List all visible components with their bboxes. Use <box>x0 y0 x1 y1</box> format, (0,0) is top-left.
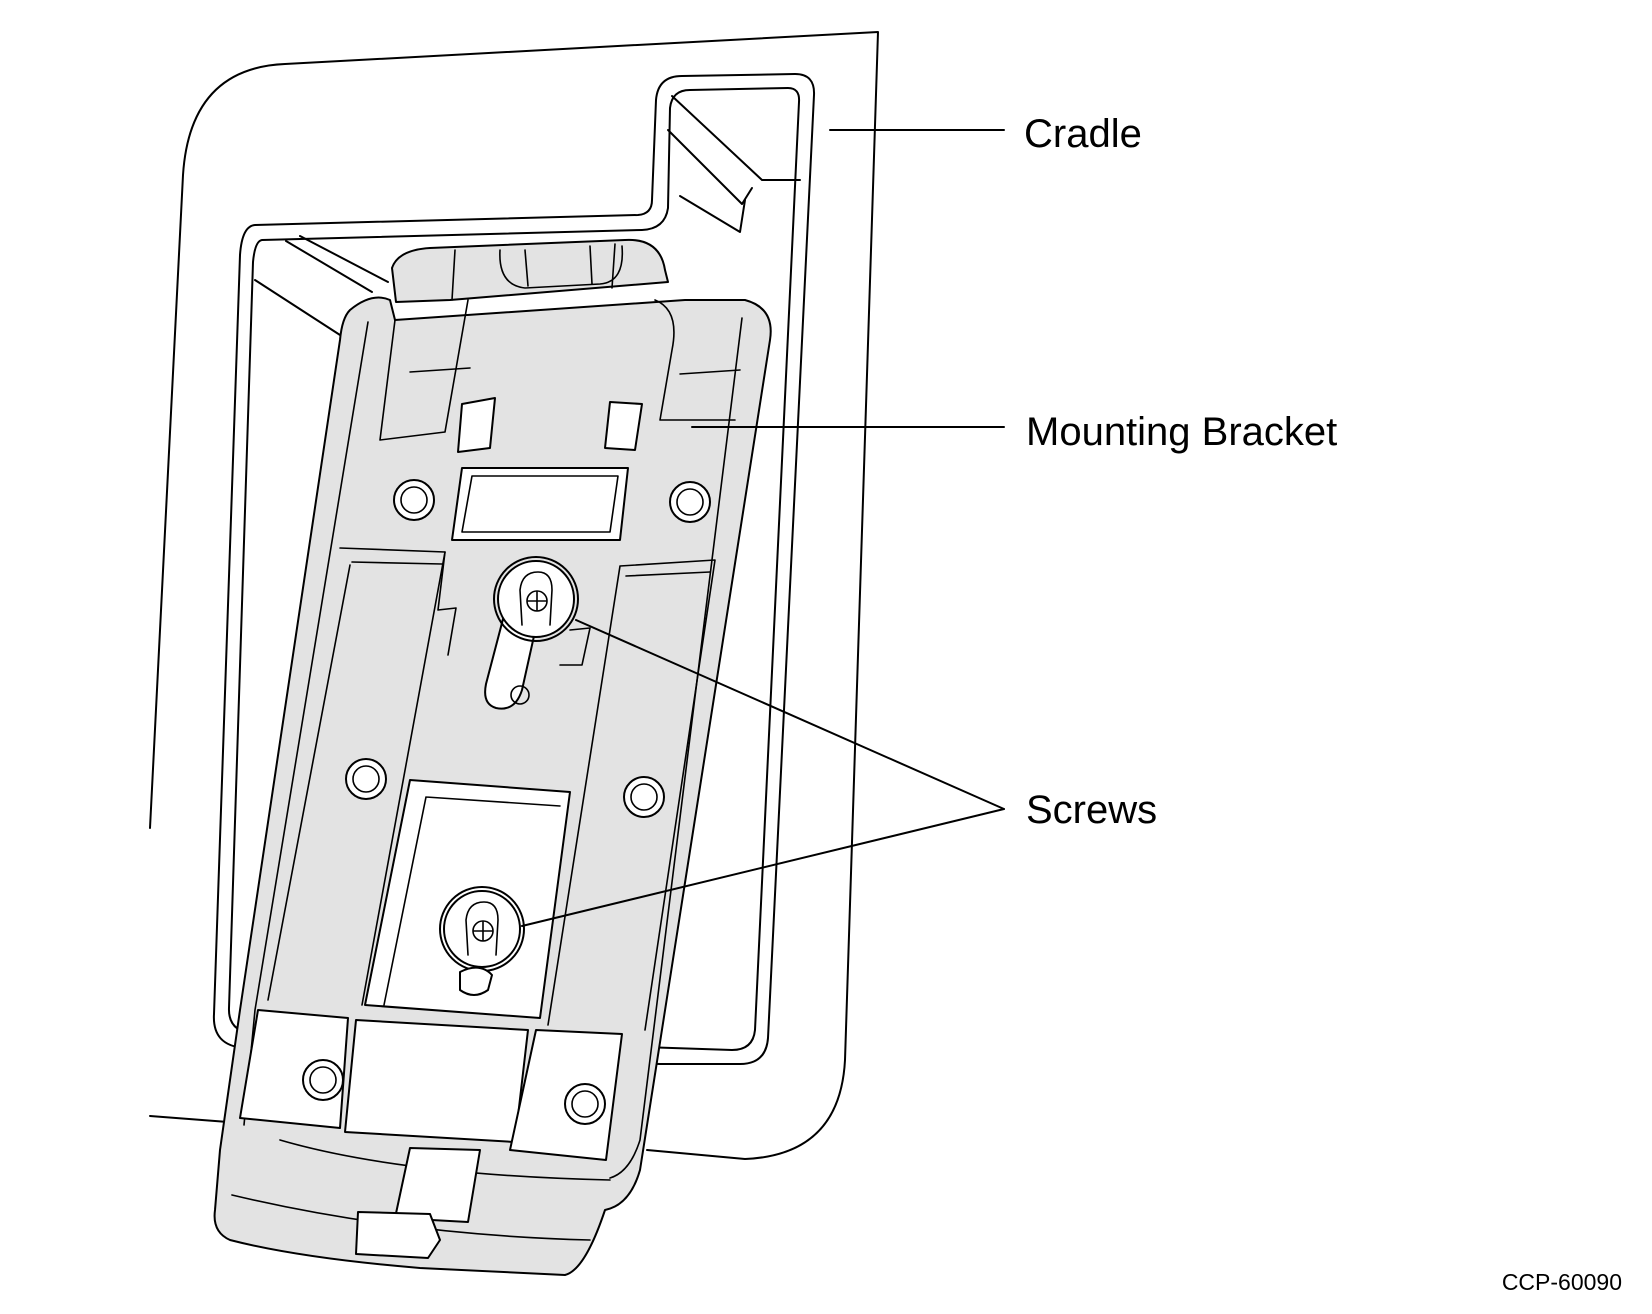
label-cradle: Cradle <box>1024 112 1142 156</box>
figure-code: CCP-60090 <box>1502 1269 1622 1295</box>
cradle-housing-lower-edge <box>149 1115 229 1123</box>
bracket-lower-recess-inner <box>383 796 561 1006</box>
bracket-hole-upper-right <box>669 481 711 523</box>
bracket-hole-upper-left <box>393 479 435 521</box>
bracket-mid-ribs-right <box>547 559 716 1031</box>
cradle-housing-outline <box>149 31 879 1160</box>
leader-line-screw-lower <box>521 808 1005 927</box>
bracket-bottom-latch <box>355 1211 441 1259</box>
bracket-bottom-clip <box>394 1147 481 1223</box>
screw-lower <box>439 886 525 996</box>
bracket-top-tab-detail <box>451 243 624 301</box>
bracket-hole-lower-left <box>302 1059 344 1101</box>
bracket-upper-ribs <box>379 299 736 441</box>
bracket-hole-mid-right <box>623 776 665 818</box>
bracket-hole-mid-left <box>345 758 387 800</box>
cradle-pocket-wall <box>671 95 801 181</box>
cradle-pocket-wall-3 <box>679 195 746 233</box>
screw-upper <box>493 556 579 642</box>
label-mounting-bracket: Mounting Bracket <box>1026 410 1337 454</box>
label-screws: Screws <box>1026 788 1157 832</box>
leader-line-screw-upper <box>575 619 1005 810</box>
bracket-slot-tab-right <box>604 401 643 451</box>
cradle-opening-inner-rim <box>227 87 801 1051</box>
bracket-hole-lower-right <box>564 1083 606 1125</box>
bracket-center-divider <box>437 551 591 666</box>
cradle-pocket-wall-2 <box>667 129 753 205</box>
bracket-window <box>451 467 629 541</box>
cradle-pocket-wall-4 <box>254 235 389 336</box>
bracket-slot-tab-left <box>457 397 496 453</box>
bracket-upper-ribs-2 <box>409 367 741 375</box>
bracket-top-tab <box>391 238 669 303</box>
bracket-window-inner <box>461 475 619 533</box>
mounting-bracket <box>213 238 772 1276</box>
bracket-bottom-pocket-mid <box>344 1019 529 1143</box>
bracket-bottom-pocket-right <box>509 1029 623 1161</box>
